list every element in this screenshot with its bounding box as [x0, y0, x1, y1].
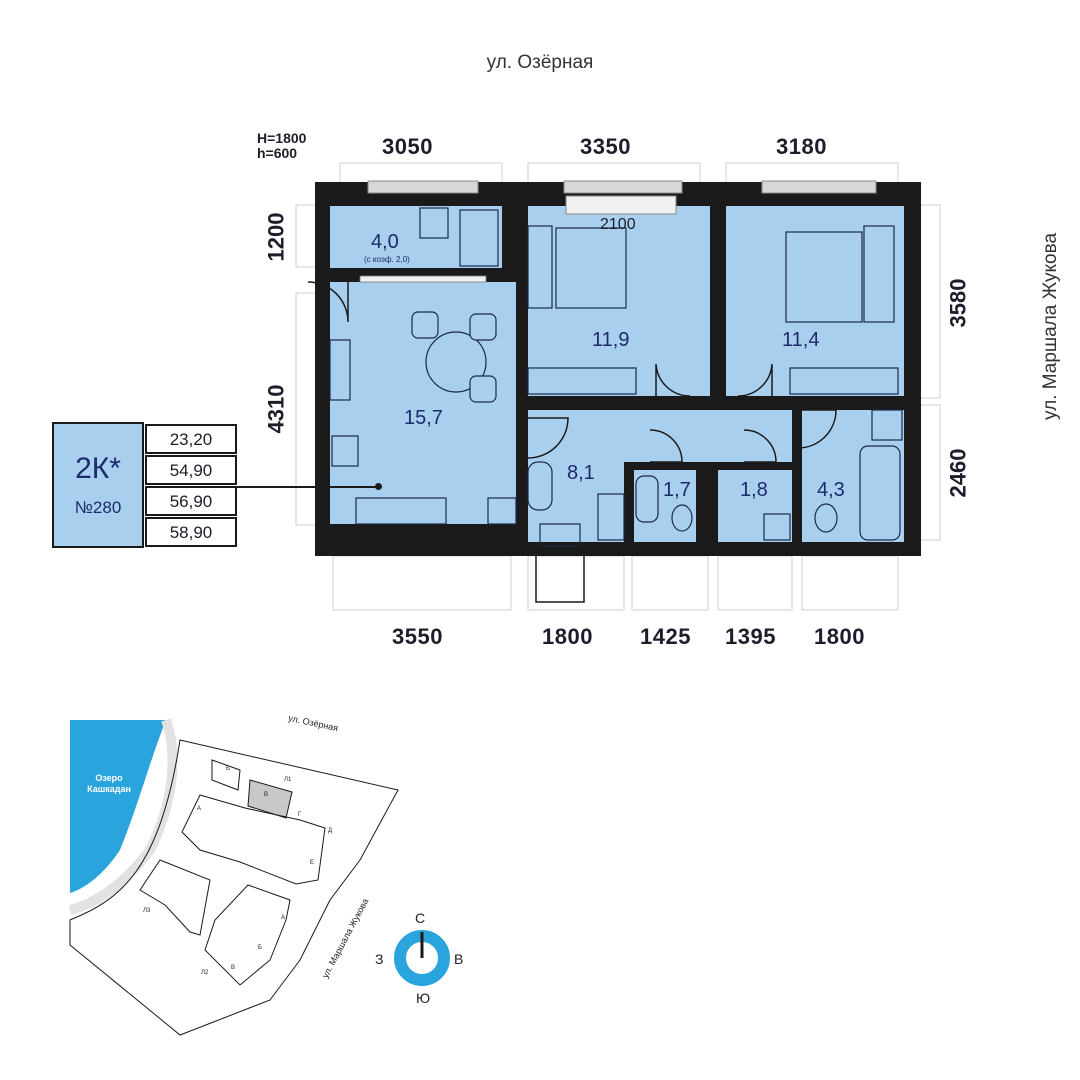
- dim-top-2: 3350: [580, 134, 631, 159]
- compass-east: В: [454, 951, 464, 967]
- site-label-4: Д: [328, 828, 333, 834]
- site-label-9: А: [281, 915, 286, 921]
- compass-west: З: [375, 951, 384, 967]
- window-height-note-h: h=600: [257, 145, 298, 161]
- dim-top-3: 3180: [776, 134, 827, 159]
- apartment-card: 2К* №280: [52, 422, 144, 548]
- dim-inner: 2100: [600, 216, 636, 233]
- compass-north: С: [415, 910, 426, 926]
- site-label-0: Б: [226, 766, 230, 772]
- site-label-5: Е: [310, 860, 315, 866]
- site-label-1: Л1: [284, 777, 292, 783]
- room-area-bathroom-2: 1,8: [740, 479, 768, 501]
- site-label-11: В: [231, 965, 236, 971]
- site-label-3: Г: [298, 812, 302, 818]
- dim-bottom-5: 1800: [814, 624, 865, 649]
- bedroom-2: [726, 206, 904, 396]
- site-label-7: Л3: [143, 908, 151, 914]
- apartment-pointer-line: [237, 486, 379, 488]
- balcony-room: [330, 206, 502, 268]
- site-label-10: Б: [258, 945, 262, 951]
- bathroom-2: [718, 470, 792, 542]
- apartment-type: 2К*: [75, 452, 121, 485]
- site-label-2: В: [264, 792, 269, 798]
- apartment-value-2: 54,90: [145, 455, 237, 485]
- site-label-6: А: [197, 806, 202, 812]
- lake-label-1: Озеро: [95, 773, 123, 783]
- apartment-pointer-dot: [375, 483, 382, 490]
- dim-left-2: 4310: [263, 384, 289, 434]
- window-height-note-H: H=1800: [257, 130, 307, 146]
- apartment-value-1: 23,20: [145, 424, 237, 454]
- dim-top-1: 3050: [382, 134, 433, 159]
- apartment-number: №280: [74, 498, 122, 517]
- dim-right-1: 3580: [945, 278, 971, 328]
- room-area-bathroom-1: 1,7: [663, 479, 691, 501]
- dim-bottom-1: 3550: [392, 624, 443, 649]
- room-area-balcony-note: (с коэф. 2,0): [364, 255, 410, 264]
- room-area-balcony: 4,0: [371, 231, 399, 253]
- room-area-bedroom-2: 11,4: [782, 329, 820, 351]
- lake: [70, 720, 166, 893]
- apartment-value-4: 58,90: [145, 517, 237, 547]
- apartment-value-3: 56,90: [145, 486, 237, 516]
- street-label-top: ул. Озёрная: [486, 52, 594, 73]
- lake-label-2: Кашкадан: [87, 784, 131, 794]
- room-area-bedroom-1: 11,9: [592, 329, 630, 351]
- dim-left-1: 1200: [263, 212, 289, 262]
- compass-icon: [394, 930, 450, 986]
- site-label-8: Л2: [201, 970, 209, 976]
- dim-bottom-3: 1425: [640, 624, 691, 649]
- dim-bottom-2: 1800: [542, 624, 593, 649]
- dim-right-2: 2460: [945, 448, 971, 498]
- room-area-hallway: 8,1: [567, 462, 595, 484]
- bedroom-1: [528, 206, 710, 396]
- compass-south: Ю: [416, 990, 431, 1006]
- room-area-living: 15,7: [404, 407, 443, 429]
- room-area-bathroom-3: 4,3: [817, 479, 845, 501]
- dim-bottom-4: 1395: [725, 624, 776, 649]
- bathroom-3: [802, 410, 904, 542]
